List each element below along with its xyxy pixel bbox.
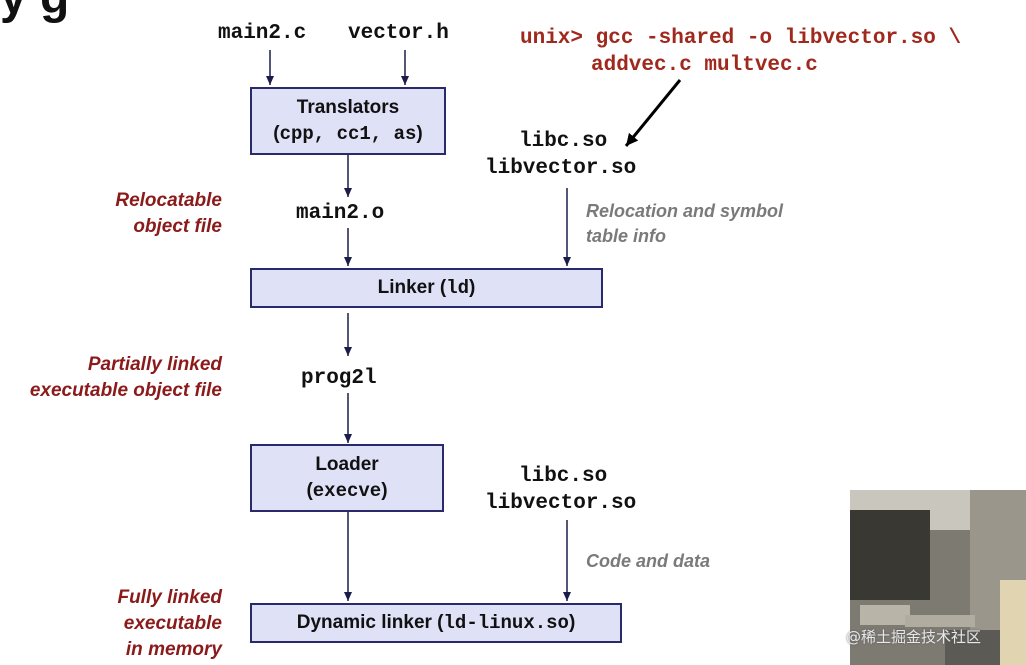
loader-box: Loader (execve) xyxy=(250,444,444,512)
libvector-so-top: libvector.so xyxy=(485,157,637,180)
libc-so-top: libc.so xyxy=(519,130,608,153)
translators-tools: (cpp, cc1, as) xyxy=(273,122,423,145)
speaker-video-inset xyxy=(850,490,1026,665)
main2-o-file: main2.o xyxy=(296,202,385,225)
slide-title-fragment: y g xyxy=(0,0,69,25)
partially-linked-label: Partially linked executable object file xyxy=(29,354,222,402)
relocatable-object-file-label: Relocatable object file xyxy=(115,190,222,238)
libc-so-bottom: libc.so xyxy=(519,465,608,488)
gcc-command-line2: addvec.c multvec.c xyxy=(591,54,818,77)
input-vector-h: vector.h xyxy=(348,22,449,45)
translators-title: Translators xyxy=(296,96,400,118)
linker-title: Linker (ld) xyxy=(377,276,476,299)
libvector-so-bottom: libvector.so xyxy=(485,492,637,515)
arrow-gcc-to-libvector xyxy=(624,79,682,147)
linker-box: Linker (ld) xyxy=(250,268,603,308)
translators-box: Translators (cpp, cc1, as) xyxy=(250,87,446,155)
gcc-command-line1: unix> gcc -shared -o libvector.so \ xyxy=(520,27,962,50)
dynamic-linker-box: Dynamic linker (ld-linux.so) xyxy=(250,603,622,643)
fully-linked-label: Fully linked executable in memory xyxy=(117,587,222,661)
prog2l-file: prog2l xyxy=(301,367,377,390)
loader-title: Loader xyxy=(315,453,379,475)
watermark-text: @稀土掘金技术社区 xyxy=(846,628,982,646)
code-and-data-label: Code and data xyxy=(586,551,711,571)
loader-syscall: (execve) xyxy=(306,479,388,502)
classroom-photo-image xyxy=(850,490,1026,665)
dynamic-linker-title: Dynamic linker (ld-linux.so) xyxy=(296,611,576,634)
input-main2-c: main2.c xyxy=(218,22,307,45)
relocation-info-label: Relocation and symbol table info xyxy=(586,201,784,247)
